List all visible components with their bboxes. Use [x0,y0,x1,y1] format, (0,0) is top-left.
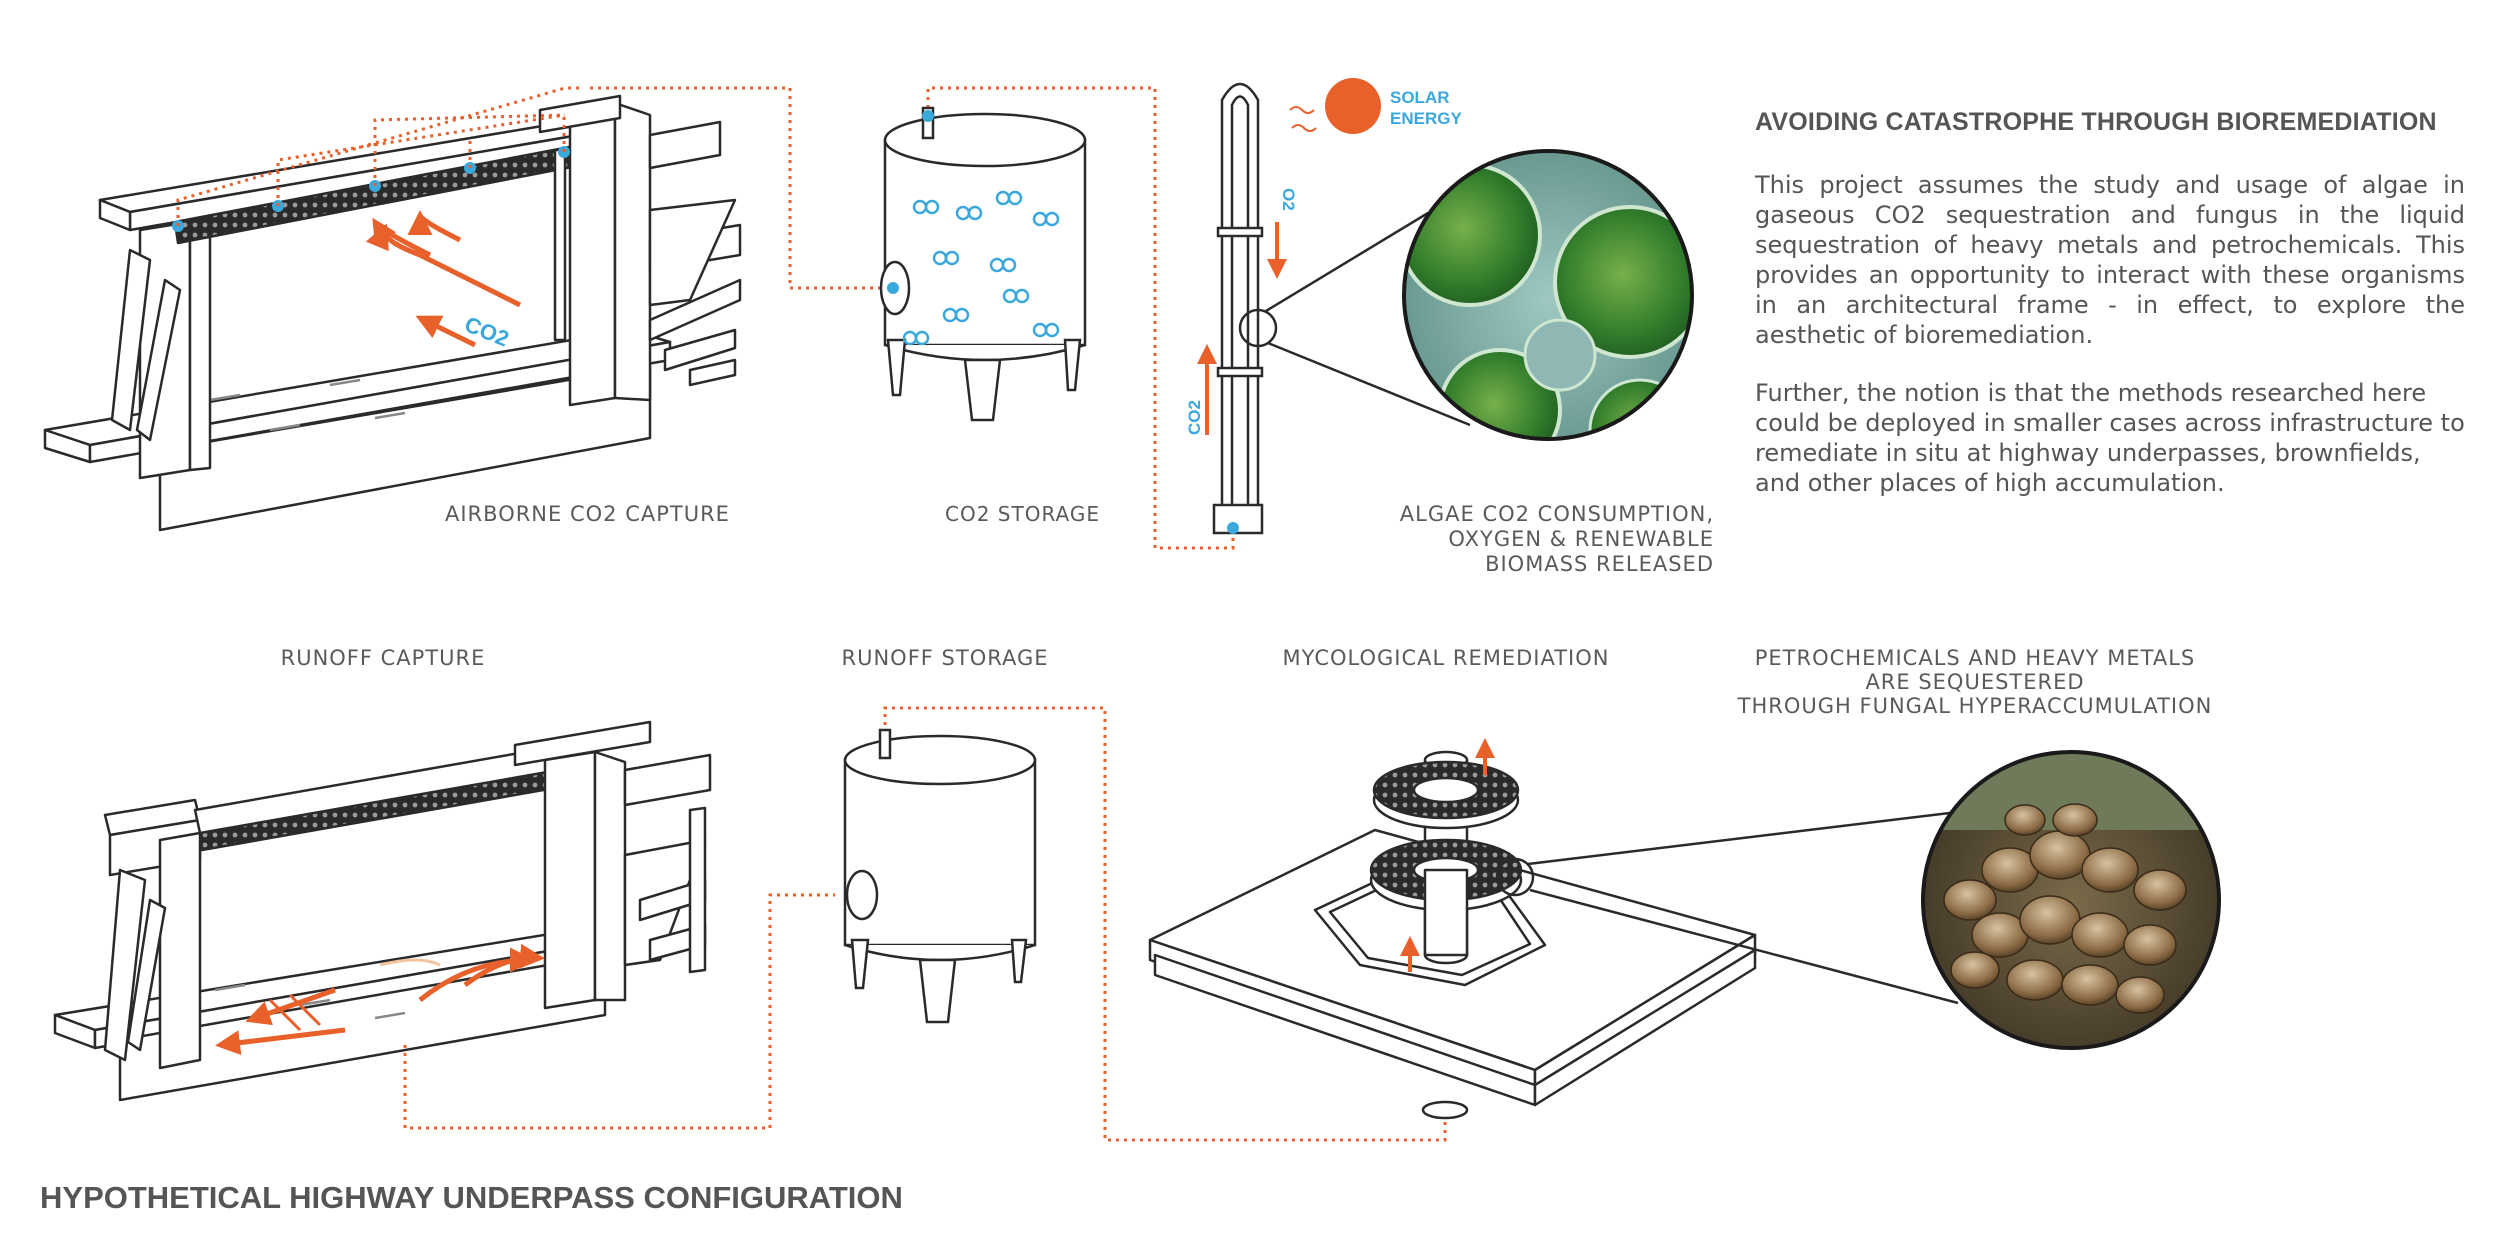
solar-label-line1: SOLAR [1390,88,1450,107]
runoff-collection-marks [268,958,441,1032]
co2-transfer-dotted-lines [176,86,1235,550]
algae-zoom-marker [1238,308,1278,348]
petrochemicals-label-line1: PETROCHEMICALS AND HEAVY METALS [1754,646,2196,670]
description-paragraph-2: Further, the notion is that the methods … [1755,379,2465,497]
co2-molecule-symbols [902,190,1060,346]
runoff-capture-structure [53,720,712,1102]
fungus-zoom-marker [1495,857,1535,897]
description-text: This project assumes the study and usage… [1755,170,2465,526]
algae-label-line1: ALGAE CO2 CONSUMPTION, [1399,502,1714,526]
algae-label-line2: OXYGEN & RENEWABLE [1448,527,1714,551]
co2-vertical-label: CO2 [1185,400,1204,435]
section-heading: AVOIDING CATASTROPHE THROUGH BIOREMEDIAT… [1755,108,2437,136]
description-paragraph-1: This project assumes the study and usage… [1755,171,2465,349]
storage-inlet-dot [887,282,899,294]
solar-label-line2: ENERGY [1390,109,1462,128]
o2-label: O2 [1279,188,1298,211]
runoff-capture-label: RUNOFF CAPTURE [280,646,486,670]
storage-top-dot [922,110,934,122]
mycological-remediation-platform [1148,750,1757,1120]
co2-arrow-label: CO2 [461,311,512,351]
co2-intake-arrows [365,210,522,348]
footer-title: HYPOTHETICAL HIGHWAY UNDERPASS CONFIGURA… [40,1180,903,1215]
column-base-dot [1227,522,1239,534]
co2-storage-label: CO2 STORAGE [945,502,1100,526]
runoff-flow-arrows [215,943,545,1056]
mycological-flow-arrows [1400,738,1495,972]
algae-bioreactor-column [1212,82,1264,535]
mycological-remediation-label: MYCOLOGICAL REMEDIATION [1282,646,1610,670]
runoff-storage-label: RUNOFF STORAGE [841,646,1049,670]
runoff-storage-tank [843,728,1037,1024]
sun-icon [1325,78,1381,134]
petrochemicals-label-line2: ARE SEQUESTERED [1865,670,2085,694]
sun-rays-icon [1289,106,1317,132]
algae-microscope-image [1404,151,1692,439]
algae-label-line3: BIOMASS RELEASED [1485,552,1714,576]
airborne-co2-capture-label: AIRBORNE CO2 CAPTURE [445,502,730,526]
petrochemicals-label-line3: THROUGH FUNGAL HYPERACCUMULATION [1737,694,2213,718]
co2-storage-tank [879,106,1087,422]
runoff-transfer-dotted-lines [403,706,1447,1142]
airborne-capture-structure [43,94,742,532]
